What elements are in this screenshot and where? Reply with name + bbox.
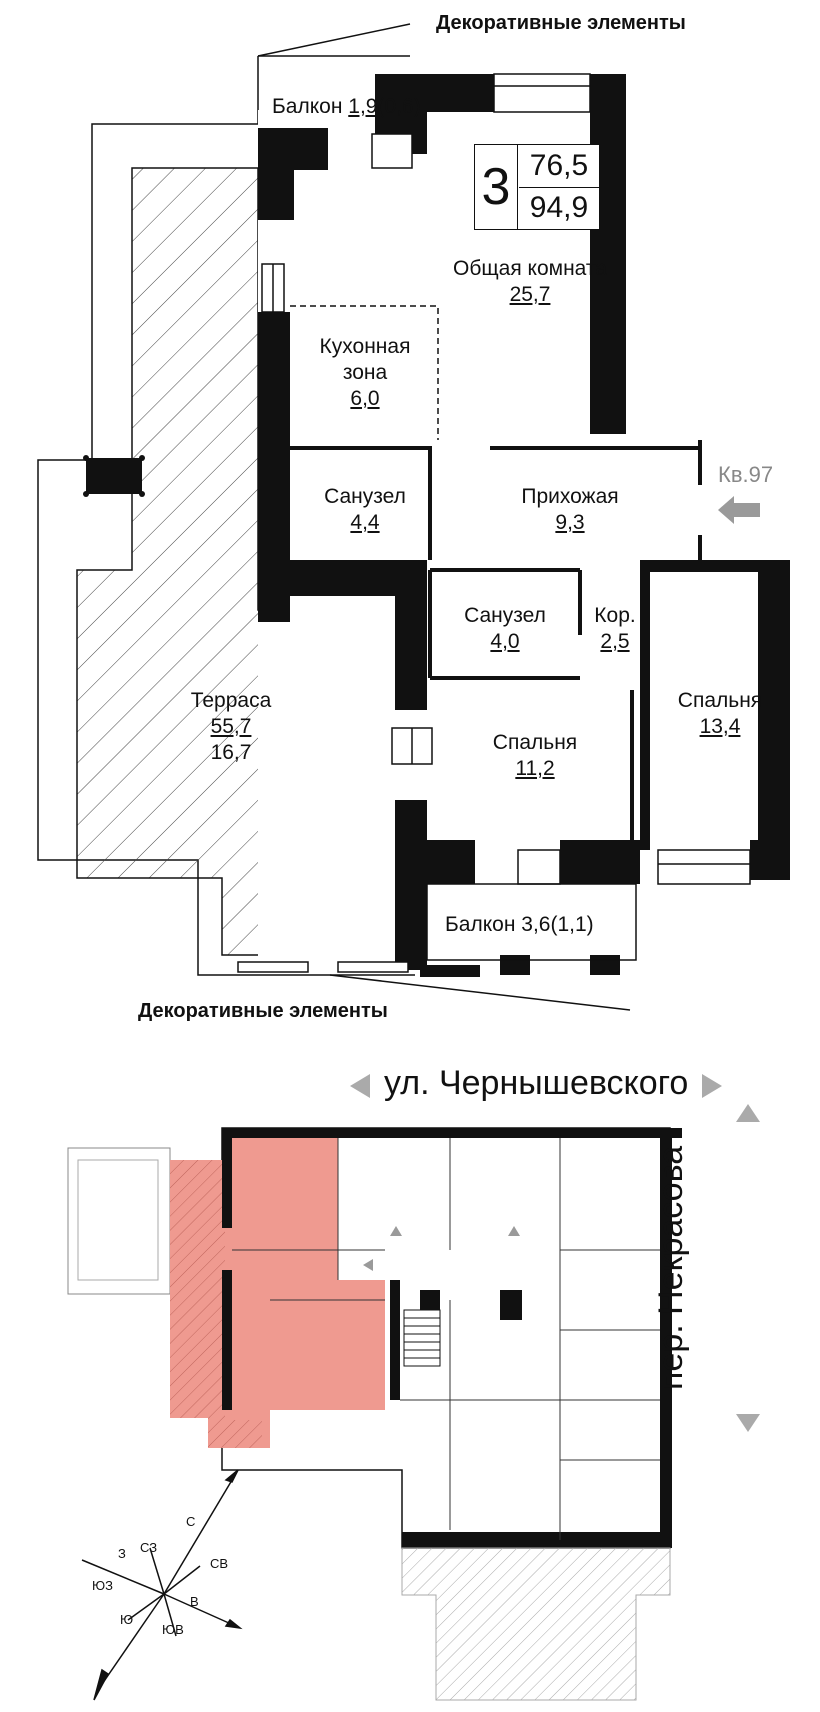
compass-n: С	[186, 1514, 196, 1529]
room-hall: Прихожая 9,3	[490, 484, 650, 536]
room-area: 9,3	[555, 511, 585, 534]
room-area-2: 16,7	[210, 741, 252, 764]
room-name: Балкон	[272, 95, 343, 118]
room-name: Санузел	[324, 485, 406, 508]
room-bath-2: Санузел 4,0	[440, 603, 570, 655]
room-living: Общая комната 25,7	[430, 256, 630, 308]
room-area: 11,2	[515, 757, 555, 780]
apartment-floor	[258, 110, 628, 970]
street-arrow-right-icon	[702, 1074, 722, 1098]
room-area: 25,7	[509, 283, 551, 306]
decorative-elements-bottom-label: Декоративные элементы	[138, 1000, 388, 1022]
compass-ne: СВ	[210, 1556, 229, 1571]
room-area: 55,7	[210, 715, 252, 738]
room-name: Прихожая	[521, 485, 619, 508]
room-count: 3	[475, 145, 518, 229]
room-bath-1: Санузел 4,4	[300, 484, 430, 536]
room-bedroom-1: Спальня 11,2	[460, 730, 610, 782]
compass-nw: СЗ	[140, 1540, 158, 1555]
partitions	[290, 440, 702, 850]
compass-e: В	[190, 1594, 199, 1609]
room-area: 13,4	[699, 715, 741, 738]
room-corridor: Кор. 2,5	[585, 603, 645, 655]
room-area: 1,9(0,6)	[348, 95, 421, 118]
room-area: 6,0	[350, 387, 380, 410]
street-arrow-up-icon	[736, 1104, 760, 1122]
compass-sw: ЮЗ	[92, 1578, 113, 1593]
room-name: Спальня	[677, 689, 763, 712]
decorative-frame	[37, 23, 631, 1011]
room-name: Кухонная	[319, 335, 411, 358]
balcony-bottom-outline	[426, 883, 637, 961]
street-arrow-left-icon	[350, 1074, 370, 1098]
room-area: 4,0	[490, 630, 520, 653]
room-area: 3,6(1,1)	[521, 913, 594, 936]
room-kitchen: Кухонная зона 6,0	[300, 334, 430, 412]
site-plan	[67, 1127, 682, 1701]
room-name: Санузел	[464, 604, 546, 627]
decorative-elements-top-label: Декоративные элементы	[436, 12, 686, 34]
apartment-badge: 3 76,5 94,9	[474, 144, 600, 230]
room-name: Кор.	[594, 604, 636, 627]
room-bedroom-2: Спальня 13,4	[660, 688, 780, 740]
room-name: Терраса	[190, 689, 272, 712]
room-area: 2,5	[600, 630, 630, 653]
entrance-label: Кв.97	[718, 462, 774, 487]
windows	[237, 73, 751, 973]
room-balcony-top: Балкон 1,9(0,6)	[272, 94, 421, 120]
compass-w: З	[118, 1546, 126, 1561]
street-side-label: пер. Некрасова	[652, 1145, 690, 1390]
decor-block-left	[83, 455, 145, 497]
room-name-2: зона	[342, 361, 388, 384]
room-terrace: Терраса 55,7 16,7	[176, 688, 286, 766]
street-arrow-down-icon	[736, 1414, 760, 1432]
entrance-arrow-icon	[718, 496, 760, 524]
total-area: 94,9	[529, 191, 589, 224]
compass-s: Ю	[120, 1612, 134, 1627]
street-main-label: ул. Чернышевского	[384, 1064, 689, 1102]
room-name: Балкон	[445, 913, 516, 936]
room-name: Спальня	[492, 731, 578, 754]
compass-se: ЮВ	[162, 1622, 184, 1637]
room-area: 4,4	[350, 511, 380, 534]
living-area: 76,5	[519, 145, 599, 188]
room-name: Общая комната	[453, 257, 607, 280]
compass-rose	[81, 1469, 243, 1701]
room-balcony-bottom: Балкон 3,6(1,1)	[445, 912, 594, 938]
